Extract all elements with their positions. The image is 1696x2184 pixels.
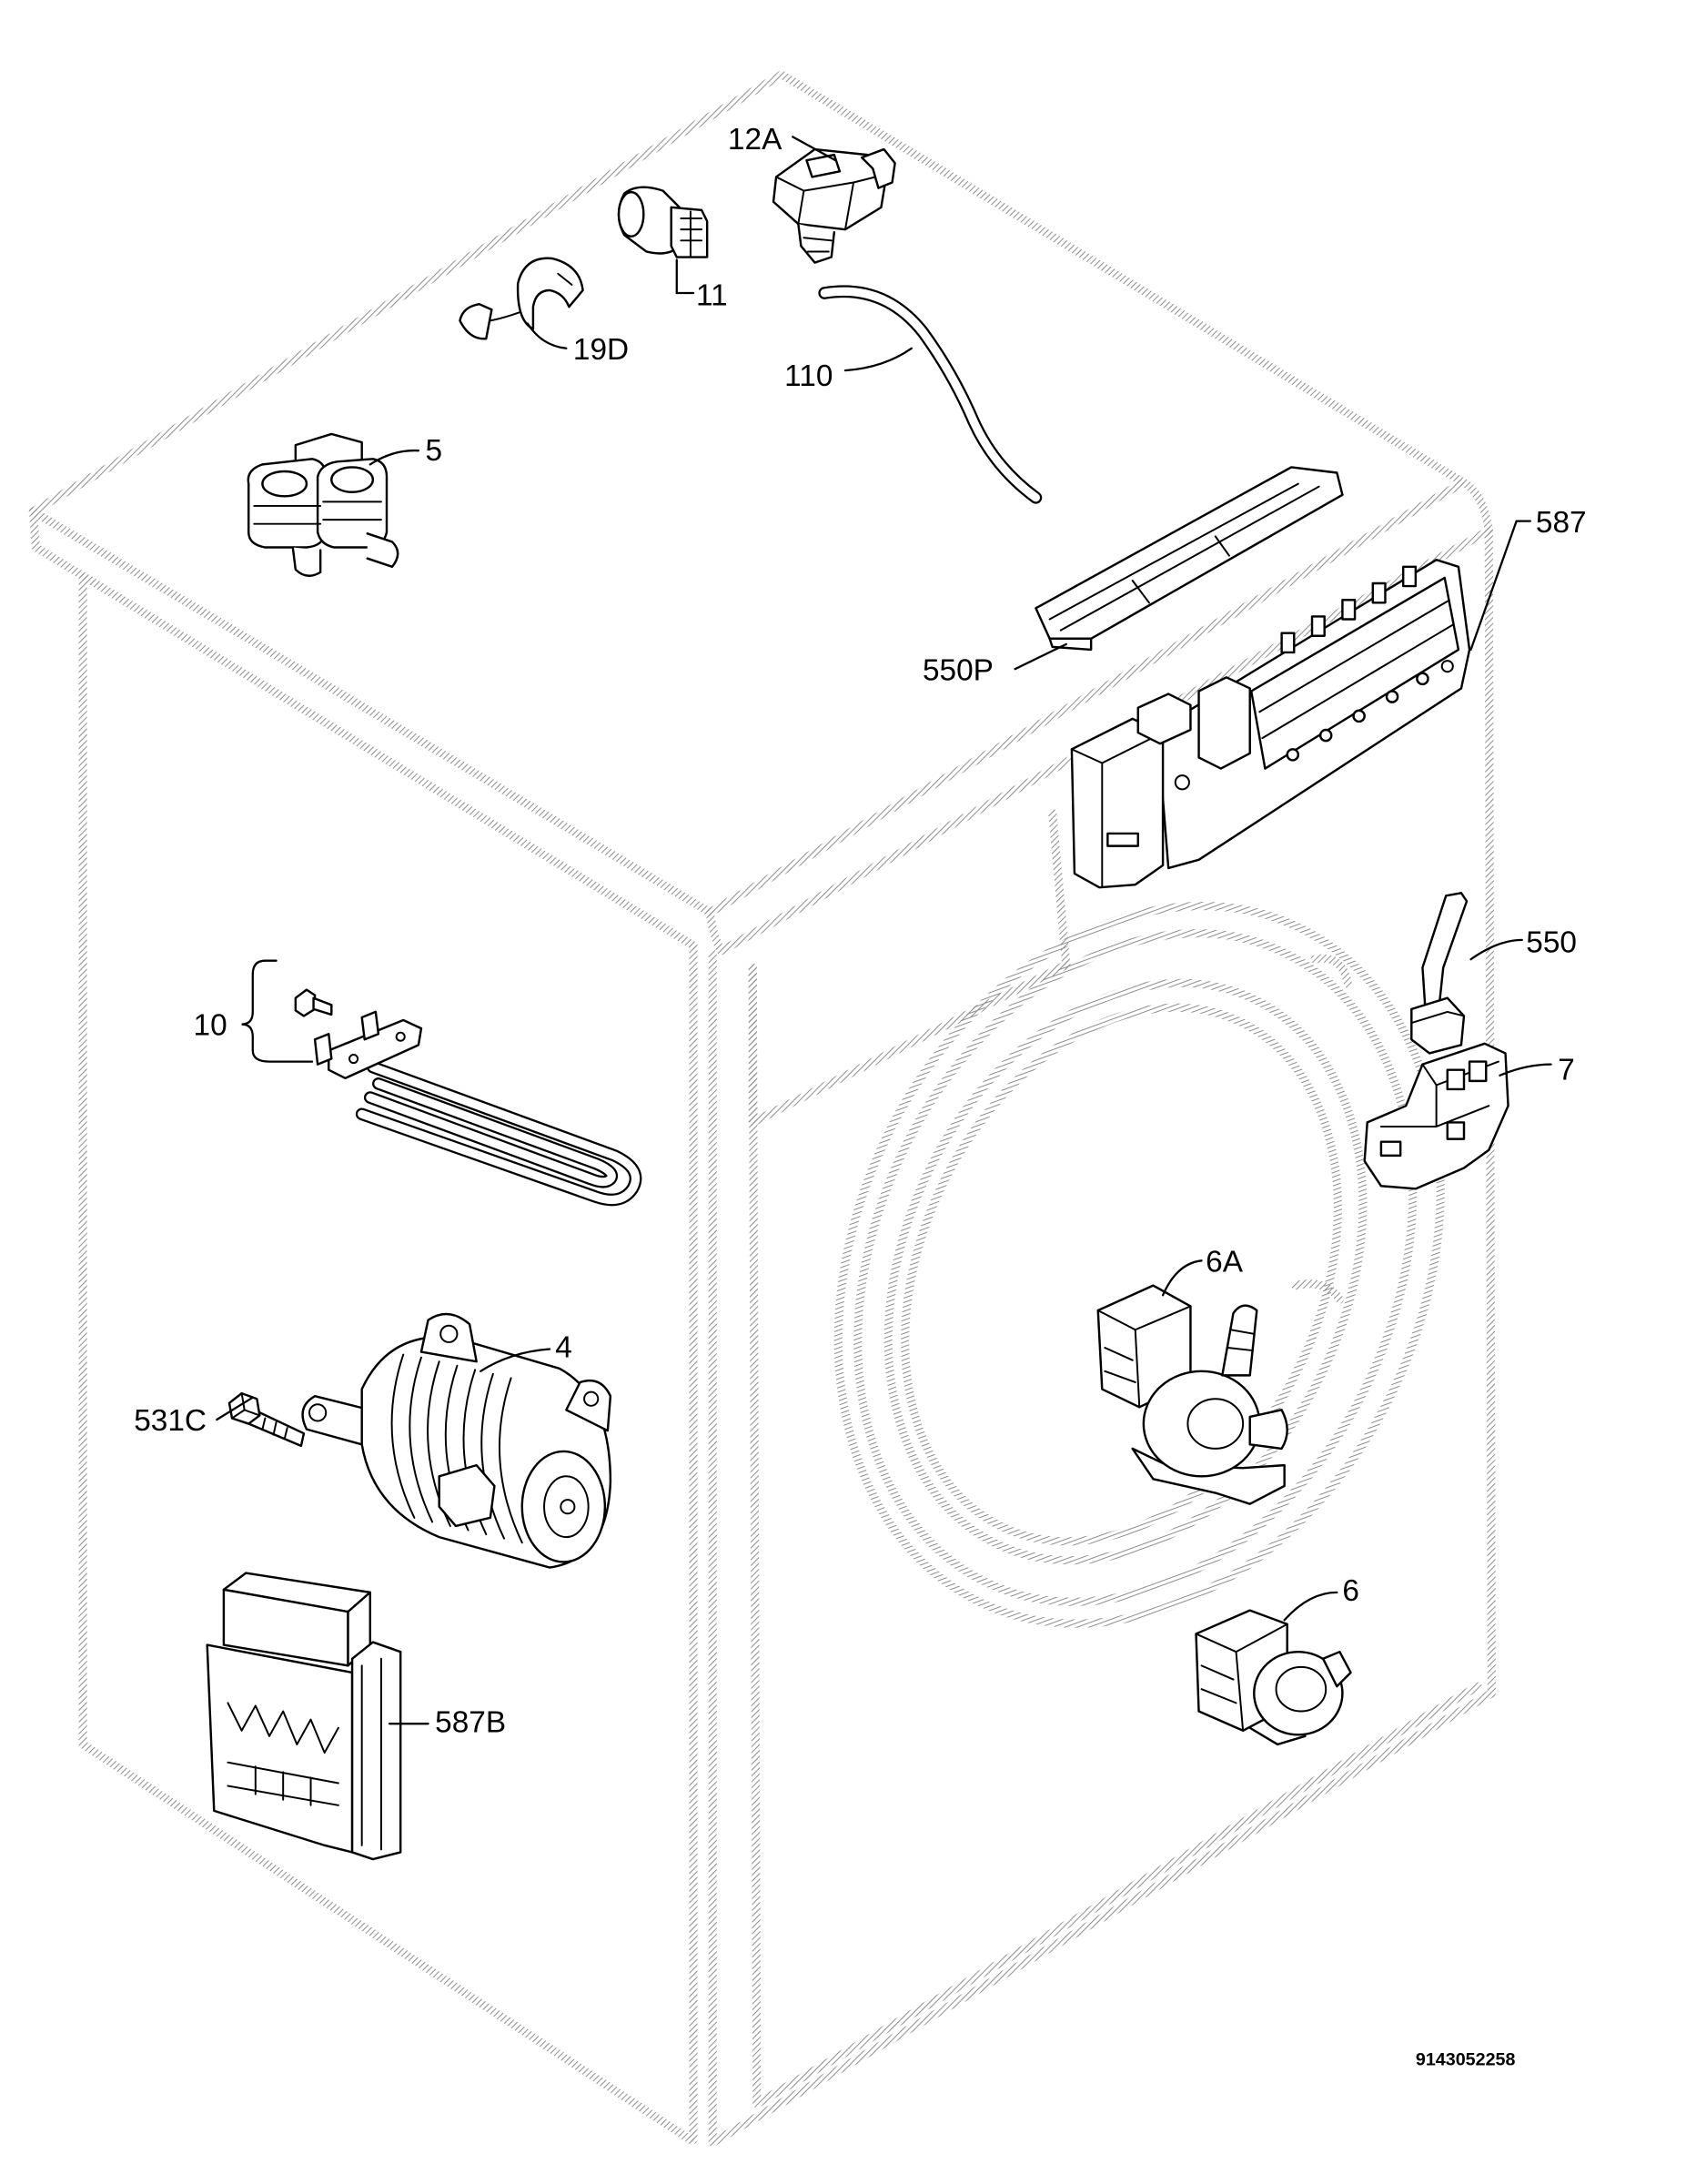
leader-587	[1469, 520, 1531, 652]
label-12A: 12A	[728, 123, 782, 157]
leader-6	[1283, 1591, 1338, 1622]
label-6A: 6A	[1206, 1245, 1244, 1279]
part-110-hose	[818, 285, 1043, 504]
label-110: 110	[784, 359, 833, 393]
part-12A-pressure-switch	[772, 147, 896, 264]
part-4-motor	[301, 1312, 612, 1569]
part-587-electronic-module	[1070, 558, 1471, 889]
leader-4	[480, 1348, 551, 1372]
leader-110	[843, 347, 913, 372]
part-531C-bolt	[227, 1391, 306, 1448]
leader-11	[675, 258, 695, 295]
part-6-pump	[1195, 1609, 1352, 1746]
label-6: 6	[1342, 1574, 1359, 1608]
part-5-inlet-valve	[247, 432, 399, 577]
label-19D: 19D	[573, 333, 629, 367]
leader-lines	[216, 136, 1552, 1725]
leader-7	[1499, 1063, 1552, 1077]
part-10-heater	[241, 959, 642, 1207]
label-550: 550	[1526, 926, 1577, 960]
label-10: 10	[194, 1009, 227, 1043]
part-7-door-lock	[1363, 1042, 1509, 1190]
leader-6A	[1161, 1259, 1203, 1297]
part-550P-dispenser-tray	[1035, 466, 1344, 652]
leader-550	[1469, 938, 1523, 961]
label-7: 7	[1558, 1053, 1575, 1087]
leader-12A	[792, 136, 837, 162]
door-ring	[833, 902, 1445, 1628]
cabinet-outline	[28, 70, 1496, 2147]
label-531C: 531C	[134, 1404, 207, 1438]
label-5: 5	[426, 434, 443, 468]
label-587: 587	[1536, 506, 1587, 540]
label-11: 11	[696, 279, 728, 313]
leader-5	[368, 449, 420, 466]
part-11-capacitor	[617, 186, 709, 258]
part-587B-module	[206, 1572, 402, 1861]
drawing-code: 9143052258	[1416, 2049, 1516, 2069]
label-587B: 587B	[435, 1705, 506, 1739]
part-550-door-handle-lever	[1410, 892, 1469, 1055]
part-labels: 12A 11 19D 110 5 587 550P 550 7 10 6A 4 …	[134, 123, 1586, 2069]
label-4: 4	[555, 1331, 572, 1365]
leader-531C	[216, 1396, 254, 1421]
part-19D-cable-clamp	[459, 257, 584, 340]
label-550P: 550P	[923, 653, 994, 687]
leader-550P	[1014, 642, 1067, 671]
leader-19D	[526, 322, 568, 349]
part-6A-drain-pump	[1096, 1284, 1288, 1505]
